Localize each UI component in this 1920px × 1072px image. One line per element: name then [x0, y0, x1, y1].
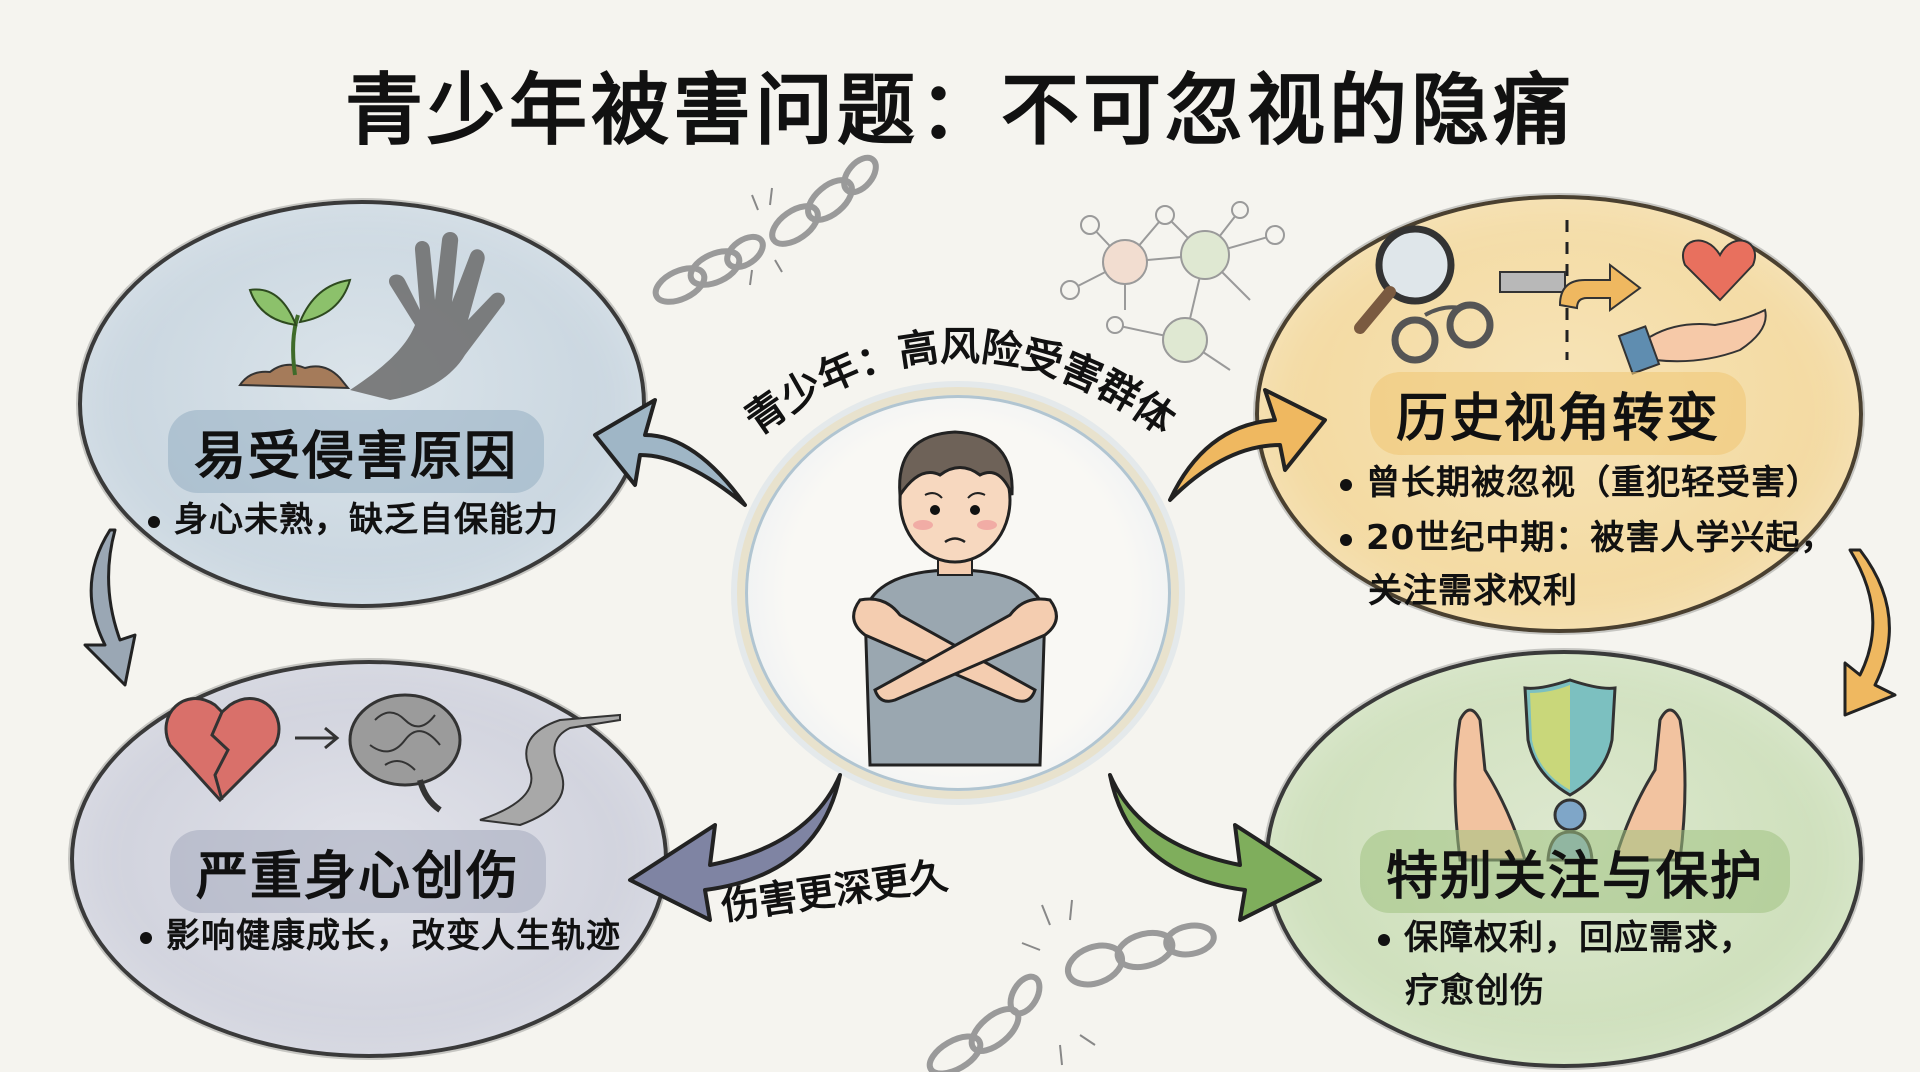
turn-arrow-icon [1499, 262, 1642, 312]
history-bullet-2: 20世纪中期：被害人学兴起， [1340, 510, 1835, 559]
arrow-to-causes [593, 398, 747, 507]
trauma-illustration [164, 693, 621, 827]
sprout-shadow-hand-illustration [238, 231, 505, 400]
arrow-right-icon [295, 726, 340, 750]
broken-chain-bottom-icon [926, 899, 1217, 1072]
tangled-brain-icon [348, 693, 462, 813]
arrow-to-history [1168, 388, 1327, 502]
handcuffs-icon [1391, 301, 1494, 364]
page-title: 青少年被害问题：不可忽视的隐痛 [344, 66, 1575, 156]
trauma-heading: 严重身心创伤 [170, 830, 547, 913]
winding-road-icon [479, 713, 621, 827]
bullet-dot [1340, 533, 1352, 546]
protection-heading: 特别关注与保护 [1360, 830, 1791, 913]
network-nodes-icon [1060, 201, 1285, 371]
causes-heading: 易受侵害原因 [168, 410, 545, 493]
protection-bullet-1-cont: 疗愈创伤 [1405, 971, 1545, 1011]
history-heading: 历史视角转变 [1370, 372, 1747, 455]
worried-teen-figure [852, 430, 1058, 767]
center-label-text: 青少年：高风险受害群体 [737, 324, 1183, 444]
bullet-dot [140, 931, 152, 944]
bullet-dot [1340, 478, 1352, 491]
history-bullet-2-cont: 关注需求权利 [1368, 571, 1578, 611]
shadow-hand-icon [350, 231, 505, 400]
history-illustration [1354, 220, 1767, 375]
arrow-to-protection [1108, 773, 1322, 922]
magnifier-icon [1354, 225, 1455, 334]
shield-icon [1523, 678, 1617, 797]
arrow-history-to-protection [1843, 548, 1897, 717]
causes-bullet: 身心未熟，缺乏自保能力 [148, 492, 559, 541]
sprout-icon [248, 278, 352, 376]
history-bullet-1: 曾长期被忽视（重犯轻受害） [1340, 455, 1821, 504]
svg-text:青少年：高风险受害群体: 青少年：高风险受害群体 [737, 324, 1183, 444]
broken-heart-icon [164, 697, 281, 803]
trauma-bullet: 影响健康成长，改变人生轨迹 [140, 908, 621, 957]
causes-bubble [78, 200, 646, 608]
protection-bullet-1: 保障权利，回应需求， [1378, 910, 1754, 959]
broken-chain-top-icon [652, 154, 879, 305]
arrow-to-trauma [628, 773, 842, 922]
heart-in-hand-icon [1617, 239, 1767, 375]
arrow-causes-to-trauma [83, 528, 137, 687]
bullet-dot [148, 515, 160, 528]
bullet-dot [1378, 933, 1390, 946]
caring-hands-icon [1453, 708, 1687, 862]
center-arc-label: 青少年：高风险受害群体 [737, 324, 1183, 444]
soil-icon [238, 363, 351, 390]
